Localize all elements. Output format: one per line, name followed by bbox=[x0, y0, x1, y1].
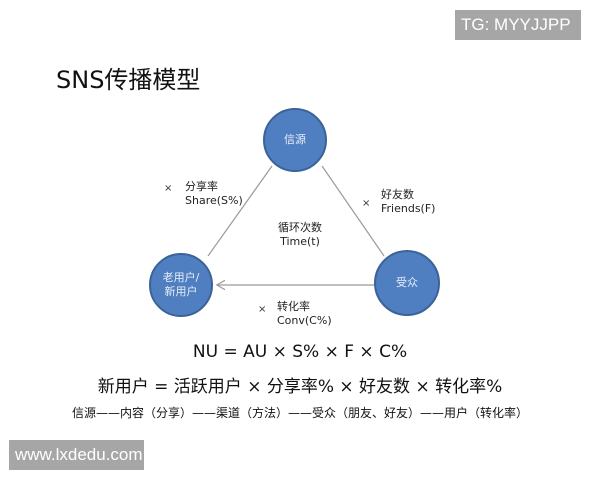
share-label-cn: 分享率 bbox=[185, 180, 218, 193]
node-audience: 受众 bbox=[374, 250, 440, 316]
center-label: 循环次数 Time(t) bbox=[270, 221, 330, 249]
center-label-en: Time(t) bbox=[280, 235, 320, 248]
edge-share bbox=[207, 165, 273, 257]
node-users-label-2: 新用户 bbox=[164, 285, 198, 298]
conv-label-cn: 转化率 bbox=[277, 300, 310, 313]
share-label: 分享率 Share(S%) bbox=[185, 180, 243, 208]
formula-english: NU = AU × S% × F × C% bbox=[192, 342, 408, 362]
page-title: SNS传播模型 bbox=[56, 66, 201, 94]
watermark-top: TG: MYYJJPP bbox=[455, 10, 581, 40]
formula-chain: 信源——内容（分享）——渠道（方法）——受众（朋友、好友）——用户（转化率） bbox=[71, 406, 528, 420]
node-audience-label: 受众 bbox=[396, 276, 418, 289]
conv-label-en: Conv(C%) bbox=[277, 314, 332, 327]
friends-multiplier: × bbox=[362, 198, 371, 209]
edge-friends bbox=[321, 165, 385, 257]
node-source-label: 信源 bbox=[284, 133, 306, 146]
center-label-cn: 循环次数 bbox=[278, 221, 322, 234]
node-users: 老用户/ 新用户 bbox=[149, 253, 213, 317]
conv-label: 转化率 Conv(C%) bbox=[277, 300, 332, 328]
share-multiplier: × bbox=[164, 183, 173, 194]
watermark-bottom: www.lxdedu.com bbox=[9, 440, 144, 470]
node-users-label-1: 老用户/ bbox=[162, 271, 200, 284]
friends-label: 好友数 Friends(F) bbox=[381, 188, 435, 216]
conv-multiplier: × bbox=[258, 304, 267, 315]
friends-label-cn: 好友数 bbox=[381, 188, 414, 201]
friends-label-en: Friends(F) bbox=[381, 202, 436, 215]
share-label-en: Share(S%) bbox=[185, 194, 243, 207]
formula-chinese: 新用户 = 活跃用户 × 分享率% × 好友数 × 转化率% bbox=[97, 377, 503, 397]
node-source: 信源 bbox=[263, 108, 327, 172]
